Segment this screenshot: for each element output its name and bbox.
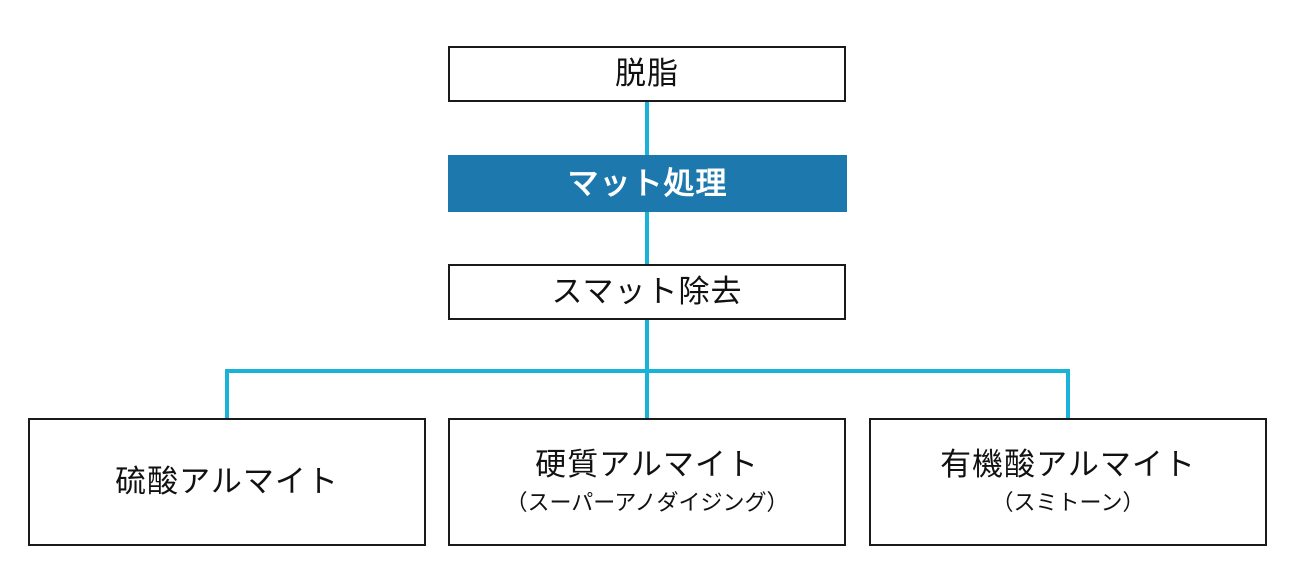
step-degreasing-box: 脱脂 [448, 46, 846, 102]
outcome-sulfuric-label: 硫酸アルマイト [115, 464, 339, 500]
step-smut-removal-label: スマット除去 [551, 274, 743, 310]
outcome-hard-sublabel: （スーパーアノダイジング） [505, 491, 789, 516]
step-smut-removal-box: スマット除去 [448, 264, 846, 320]
step-matte-box: マット処理 [448, 155, 847, 212]
step-degreasing-label: 脱脂 [615, 56, 679, 92]
outcome-organic-box: 有機酸アルマイト （スミトーン） [869, 418, 1267, 546]
outcome-hard-box: 硬質アルマイト （スーパーアノダイジング） [448, 418, 846, 546]
outcome-sulfuric-box: 硫酸アルマイト [28, 418, 426, 546]
outcome-hard-label: 硬質アルマイト [535, 447, 759, 483]
outcome-organic-sublabel: （スミトーン） [991, 491, 1145, 516]
step-matte-label: マット処理 [567, 165, 728, 202]
outcome-organic-label: 有機酸アルマイト [940, 447, 1196, 483]
